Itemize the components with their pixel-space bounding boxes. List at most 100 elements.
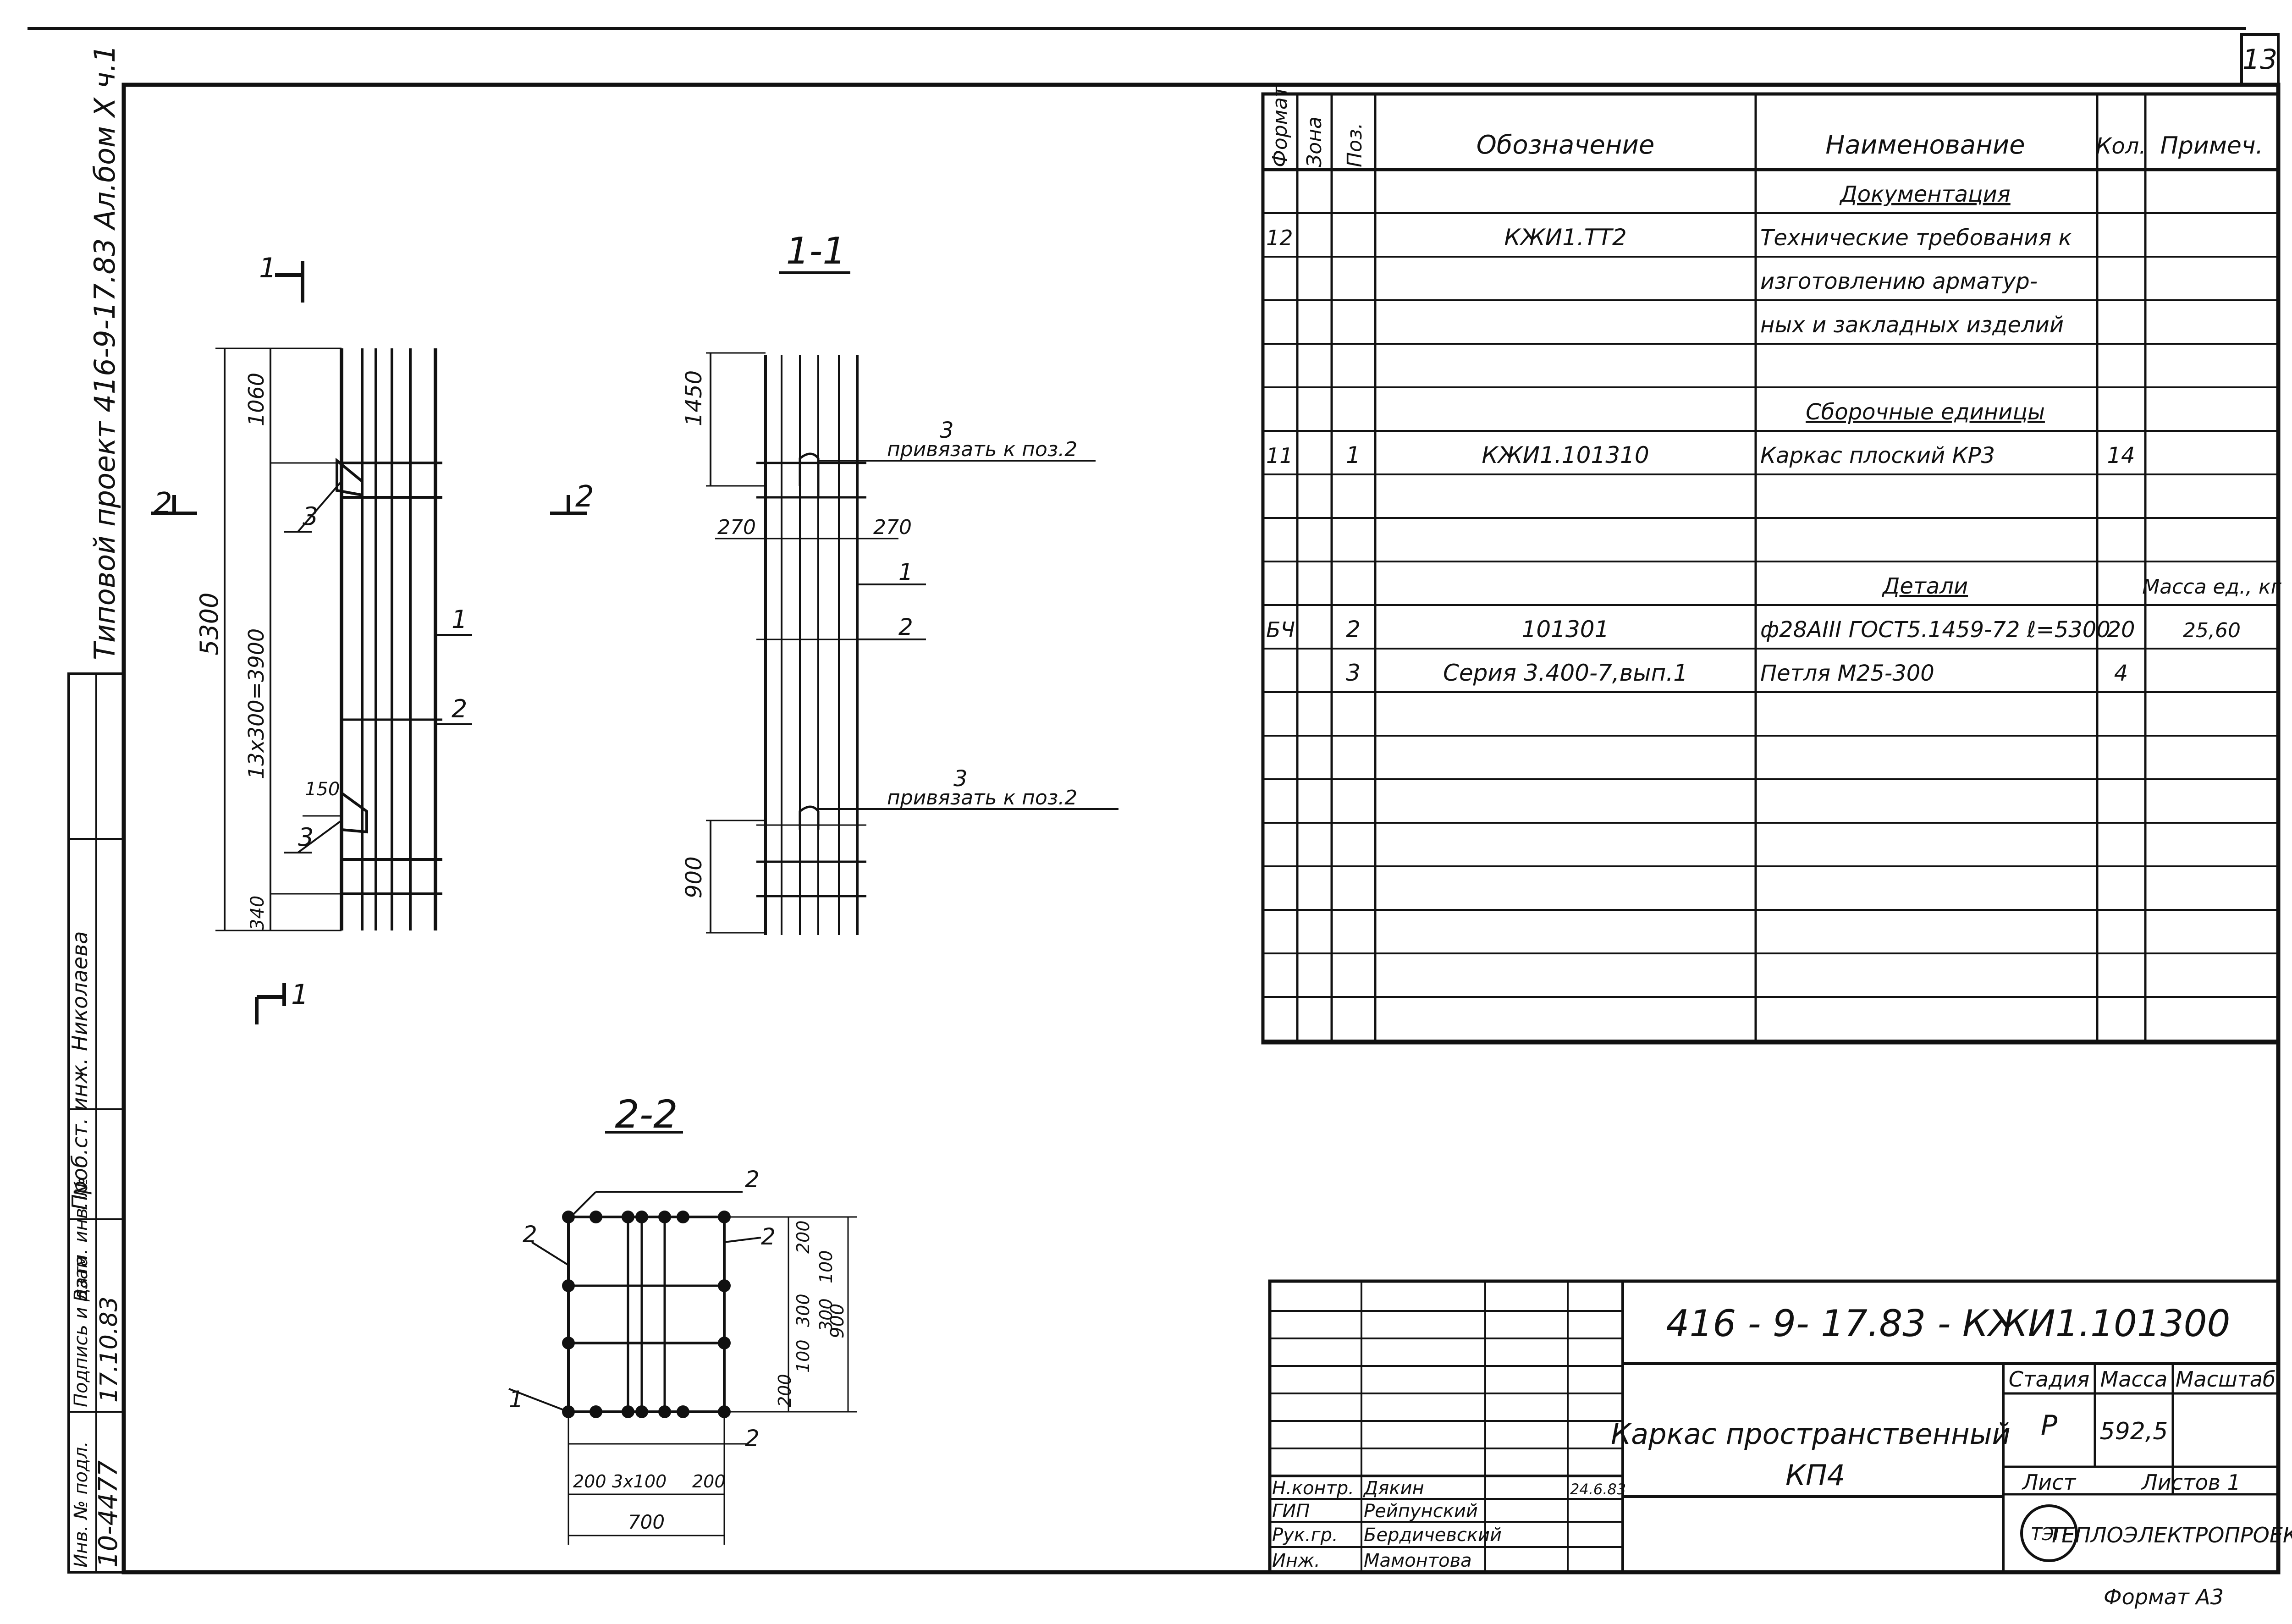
front-cut-label-bottom: 1 [291, 979, 309, 1011]
header-pos: Поз. [1343, 123, 1366, 167]
spec-cell-qty: 20 [2107, 617, 2135, 643]
stamp-inv-number: 10-4477 [94, 1460, 123, 1568]
spec-cell-format: БЧ [1266, 617, 1295, 642]
front-dim-middle: 13x300=3900 [244, 628, 269, 779]
person-name-1: Рейпунский [1364, 1501, 1478, 1522]
spec-cell-pos: 3 [1346, 660, 1361, 686]
section-1-1-dim-right: 270 [873, 516, 912, 539]
spec-cell-name: Петля М25-300 [1760, 661, 1934, 686]
stage-value: Р [2041, 1409, 2058, 1442]
section-1-1-title: 1-1 [786, 230, 846, 272]
section-2-2-bars [562, 1211, 731, 1418]
spec-cell-name: Документация [1839, 182, 2011, 207]
section-2-2-title: 2-2 [615, 1092, 678, 1137]
section-1-1-tie-note-a: привязать к поз.2 [887, 438, 1077, 461]
section-1-1 [706, 271, 1118, 935]
stamp-header-sign: Подпись и дата [71, 1255, 92, 1407]
rebar-dot [622, 1405, 634, 1418]
side-signature: Проб.ст. инж. Николаева [67, 931, 92, 1210]
section-1-1-callout-2: 2 [898, 614, 913, 640]
s22-dim-total: 700 [628, 1511, 665, 1533]
spec-cell-note: Масса ед., кг [2142, 575, 2281, 599]
rebar-dot [658, 1405, 671, 1418]
person-name-0: Дякин [1363, 1478, 1424, 1499]
spec-cell-format: 12 [1266, 226, 1293, 250]
org-name: ТЕПЛОЭЛЕКТРОПРОЕКТ [2049, 1523, 2292, 1547]
col-stage: Стадия [2009, 1367, 2089, 1392]
s22-dim-300-left: 300 [793, 1294, 813, 1327]
col-scale: Масштаб [2176, 1367, 2276, 1392]
section-1-1-dim-left: 270 [717, 516, 756, 539]
format-note: Формат А3 [2104, 1585, 2224, 1609]
s22-callout-1: 1 [509, 1386, 523, 1413]
header-zone: Зона [1303, 116, 1326, 167]
s22-dim-900: 900 [827, 1304, 848, 1338]
section-1-1-callout-3b: 3 [953, 766, 968, 792]
spec-cell-qty: 14 [2107, 443, 2135, 468]
rebar-dot [718, 1211, 731, 1223]
rebar-dot [622, 1211, 634, 1223]
s22-dim-100-top: 100 [816, 1250, 836, 1283]
stamp-date: 17.10.83 [95, 1296, 123, 1403]
rebar-dot [677, 1405, 689, 1418]
spec-cell-name: Сборочные единицы [1806, 399, 2045, 425]
spec-cell-name: Детали [1882, 573, 1968, 599]
spec-cell-designation: Серия 3.400-7,вып.1 [1443, 660, 1688, 686]
header-designation: Обозначение [1477, 130, 1655, 160]
title-doc-code: 416 - 9- 17.83 - КЖИ1.101300 [1666, 1302, 2231, 1345]
s22-dim-bottom-200b: 200 [692, 1471, 726, 1492]
rebar-dot [718, 1337, 731, 1349]
front-dim-bottom: 340 [247, 896, 268, 930]
title-line-1: Каркас пространственный [1611, 1417, 2011, 1451]
spec-cell-name: Технические требования к [1760, 225, 2072, 251]
rebar-dot [635, 1405, 648, 1418]
spec-cell-qty: 4 [2114, 661, 2128, 686]
page-number: 13 [2242, 44, 2277, 76]
spec-cell-pos: 2 [1346, 616, 1361, 643]
spec-cell-format: 11 [1266, 443, 1293, 468]
front-side-cut-label: 2 [154, 487, 172, 521]
rebar-dot [590, 1211, 602, 1223]
stamp-header-replace: Взам. инв. № [71, 1177, 92, 1302]
section-2-2 [508, 1131, 857, 1545]
front-callout-1: 1 [452, 605, 467, 634]
front-dim-loop: 150 [305, 779, 340, 800]
front-callout-3a: 3 [303, 502, 318, 531]
rebar-dot [562, 1211, 575, 1223]
spec-cell-name: Каркас плоский КР3 [1760, 443, 1995, 468]
person-role-2: Рук.гр. [1272, 1525, 1338, 1546]
s22-callout-2d: 2 [745, 1425, 760, 1452]
title-line-2: КП4 [1785, 1459, 1845, 1492]
rebar-dot [718, 1405, 731, 1418]
s22-dim-300-right: 300 [816, 1298, 836, 1332]
s22-dim-bottom-3x100: 3x100 [612, 1471, 667, 1492]
header-note: Примеч. [2160, 132, 2263, 160]
title-block [1268, 1279, 2280, 1574]
s22-dim-200-top: 200 [793, 1220, 813, 1254]
side-title: Типовой проект 416-9-17.83 Ал.бом X ч.1 [88, 45, 121, 660]
person-date-0: 24.6.83 [1570, 1481, 1626, 1498]
spec-cell-pos: 1 [1346, 442, 1361, 468]
front-view [151, 261, 587, 1024]
s22-dim-200-bottom: 200 [775, 1374, 795, 1407]
spec-cell-name: изготовлению арматур- [1760, 269, 2038, 294]
rebar-dot [677, 1211, 689, 1223]
spec-cell-name: ф28АIII ГОСТ5.1459-72 ℓ=5300 [1760, 617, 2110, 643]
section-1-1-dim-bottom: 900 [681, 856, 707, 898]
header-name: Наименование [1825, 130, 2025, 160]
spec-cell-designation: КЖИ1.101310 [1482, 442, 1649, 468]
person-role-1: ГИП [1272, 1501, 1310, 1522]
header-format: Формат [1268, 85, 1292, 167]
sheet-label: Лист [2022, 1470, 2077, 1495]
front-callout-2: 2 [452, 694, 467, 723]
section-1-1-callout-1: 1 [898, 559, 913, 585]
spec-row-lines [1263, 212, 2278, 1041]
person-role-0: Н.контр. [1272, 1478, 1354, 1499]
rebar-dot [590, 1405, 602, 1418]
front-cut-label-top: 1 [259, 252, 276, 284]
spec-cell-designation: КЖИ1.ТТ2 [1504, 224, 1626, 251]
section-1-1-callout-3a: 3 [940, 418, 954, 443]
col-mass: Масса [2100, 1367, 2168, 1392]
stamp-header-inv: Инв. № подл. [71, 1441, 92, 1568]
